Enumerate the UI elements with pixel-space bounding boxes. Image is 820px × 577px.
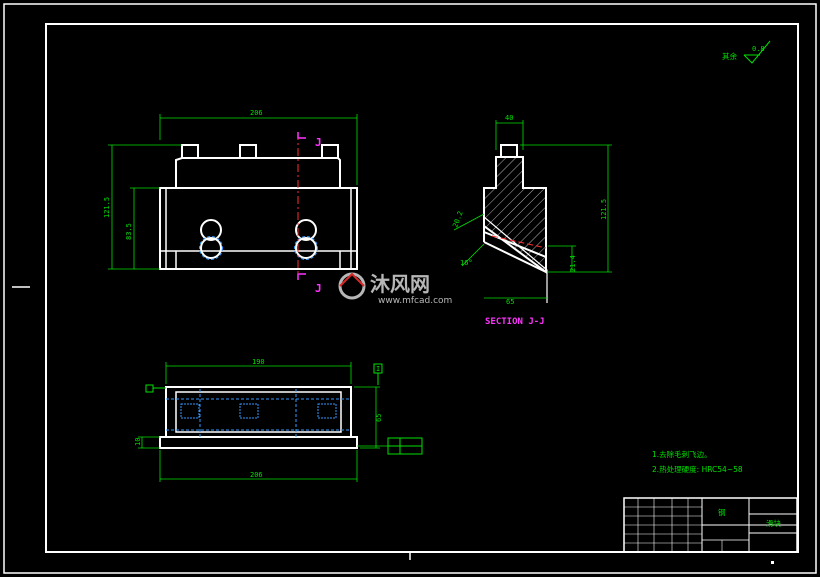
section-mark-top: J xyxy=(315,136,322,149)
dim-side-width: 40 xyxy=(505,114,513,122)
title-block-material: 钢 xyxy=(718,507,726,517)
watermark-brand: 沐风网 xyxy=(370,272,430,296)
dim-front-width: 206 xyxy=(250,109,263,117)
top-view: 190 206 65 10 I xyxy=(134,358,423,482)
dim-top-base-width: 206 xyxy=(250,471,263,479)
note-2: 2.热处理硬度: HRC54~58 xyxy=(652,464,743,474)
dim-side-diag: 20.2 xyxy=(451,210,464,229)
dim-side-small: 21.4 xyxy=(569,255,577,272)
dim-top-height: 10 xyxy=(134,438,142,446)
dim-top-inner-width: 190 xyxy=(252,358,265,366)
surface-finish-symbol: 其余 0.8 xyxy=(722,40,771,64)
surface-finish-label: 其余 xyxy=(722,51,737,61)
title-block-name: 滑块 xyxy=(766,518,781,528)
sheet-frame xyxy=(3,3,817,574)
section-label: SECTION J-J xyxy=(485,317,545,327)
corner-mark xyxy=(771,561,774,564)
surface-finish-value: 0.8 xyxy=(752,45,765,53)
watermark: 沐风网 www.mfcad.com xyxy=(338,272,452,306)
front-view: J J 206 121.5 83.5 xyxy=(103,109,358,295)
note-1: 1.去除毛刺飞边。 xyxy=(652,449,712,459)
section-view: 40 121.5 21.4 65 16° 20.2 SECTION J-J xyxy=(451,114,612,327)
dim-top-depth: 65 xyxy=(375,414,383,422)
watermark-url: www.mfcad.com xyxy=(378,296,452,306)
section-mark-bottom: J xyxy=(315,282,322,295)
dim-front-inner-height: 83.5 xyxy=(125,223,133,240)
title-block: 钢 滑块 xyxy=(623,497,798,553)
dim-front-height: 121.5 xyxy=(103,197,111,218)
watermark-logo-icon xyxy=(338,272,366,300)
datum-flag-top: I xyxy=(376,365,380,373)
dim-side-base: 65 xyxy=(506,298,514,306)
technical-notes: 1.去除毛刺飞边。 2.热处理硬度: HRC54~58 xyxy=(652,449,743,474)
dim-side-height: 121.5 xyxy=(600,199,608,220)
dim-side-incline: 16° xyxy=(460,259,473,267)
